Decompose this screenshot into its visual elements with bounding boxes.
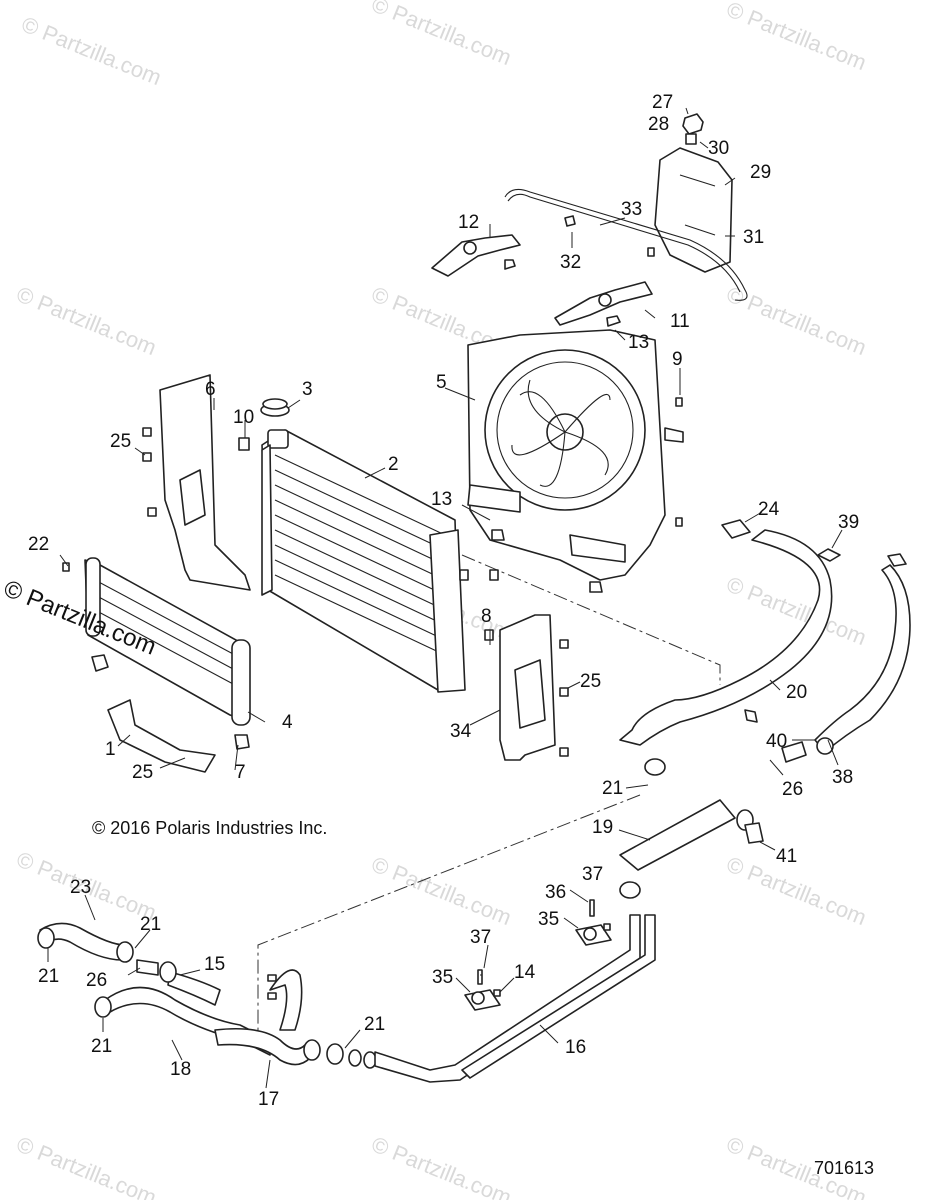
copyright-notice: © 2016 Polaris Industries Inc. xyxy=(92,818,328,838)
callout-13: 13 xyxy=(628,332,649,353)
left-bracket xyxy=(142,374,251,591)
oil-cooler xyxy=(62,557,251,750)
radiator xyxy=(261,429,466,693)
hose-clamps xyxy=(464,899,612,1011)
callout-34: 34 xyxy=(450,721,472,742)
watermark-text: © Partzilla.com xyxy=(368,851,515,930)
callout-21-bottom-left: 21 xyxy=(91,1036,112,1057)
callout-41: 41 xyxy=(776,846,797,867)
watermark-text: © Partzilla.com xyxy=(18,11,165,90)
callout-36: 36 xyxy=(545,882,566,903)
callout-26-lower: 26 xyxy=(86,970,107,991)
callout-7: 7 xyxy=(235,762,246,783)
watermark-text: © Partzilla.com xyxy=(723,0,870,75)
callout-labels: 27 28 30 29 33 12 32 31 11 13 5 9 6 3 10… xyxy=(28,92,859,1110)
callout-32: 32 xyxy=(560,252,581,273)
callout-12: 12 xyxy=(458,212,479,233)
callout-14: 14 xyxy=(514,962,536,983)
watermark-text: © Partzilla.com xyxy=(13,1131,160,1200)
right-bracket xyxy=(499,614,569,761)
watermark-text: © Partzilla.com xyxy=(368,0,515,70)
callout-21-upper-left: 21 xyxy=(140,914,161,935)
callout-25-right: 25 xyxy=(580,671,601,692)
callout-21-lower: 21 xyxy=(364,1014,385,1035)
callout-28: 28 xyxy=(648,114,669,135)
callout-40: 40 xyxy=(766,731,787,752)
callout-25: 25 xyxy=(110,431,131,452)
lower-hoses xyxy=(37,914,656,1083)
callout-10: 10 xyxy=(233,407,254,428)
radiator-cap-and-bolt xyxy=(238,398,499,641)
callout-11: 11 xyxy=(670,311,690,332)
callout-21: 21 xyxy=(602,778,623,799)
callout-20: 20 xyxy=(786,682,807,703)
callout-18: 18 xyxy=(170,1059,191,1080)
callout-6: 6 xyxy=(205,379,216,400)
callout-1: 1 xyxy=(105,739,116,760)
callout-8: 8 xyxy=(481,606,492,627)
leader-lines xyxy=(47,107,843,1089)
callout-27: 27 xyxy=(652,92,673,113)
callout-35: 35 xyxy=(538,909,559,930)
callout-26: 26 xyxy=(782,779,803,800)
callout-13-lower: 13 xyxy=(431,489,452,510)
callout-5: 5 xyxy=(436,372,447,393)
callout-21-left: 21 xyxy=(38,966,59,987)
callout-24: 24 xyxy=(758,499,780,520)
callout-23: 23 xyxy=(70,877,91,898)
cooler-bracket xyxy=(107,699,216,773)
callout-30: 30 xyxy=(708,138,729,159)
callout-25-lower: 25 xyxy=(132,762,153,783)
callout-33: 33 xyxy=(621,199,642,220)
callout-38: 38 xyxy=(832,767,853,788)
callout-4: 4 xyxy=(282,712,293,733)
callout-37-lower: 37 xyxy=(470,927,491,948)
callout-19: 19 xyxy=(592,817,613,838)
coolant-reservoir-assembly xyxy=(504,113,748,301)
callout-3: 3 xyxy=(302,379,313,400)
assembly-lines xyxy=(257,554,721,1030)
upper-hoses xyxy=(619,519,911,899)
callout-31: 31 xyxy=(743,227,764,248)
callout-37: 37 xyxy=(582,864,603,885)
watermark-text: © Partzilla.com xyxy=(13,281,160,360)
callout-2: 2 xyxy=(388,454,399,475)
callout-9: 9 xyxy=(672,349,683,370)
callout-35-lower: 35 xyxy=(432,967,453,988)
watermark-text: © Partzilla.com xyxy=(368,1131,515,1200)
callout-17: 17 xyxy=(258,1089,279,1110)
callout-29: 29 xyxy=(750,162,771,183)
diagram-number: 701613 xyxy=(814,1158,875,1178)
callout-22: 22 xyxy=(28,534,49,555)
callout-16: 16 xyxy=(565,1037,586,1058)
upper-brackets xyxy=(431,215,655,327)
fan-shroud-assembly xyxy=(467,329,684,593)
callout-15: 15 xyxy=(204,954,225,975)
watermark-text: © Partzilla.com xyxy=(723,281,870,360)
callout-39: 39 xyxy=(838,512,859,533)
